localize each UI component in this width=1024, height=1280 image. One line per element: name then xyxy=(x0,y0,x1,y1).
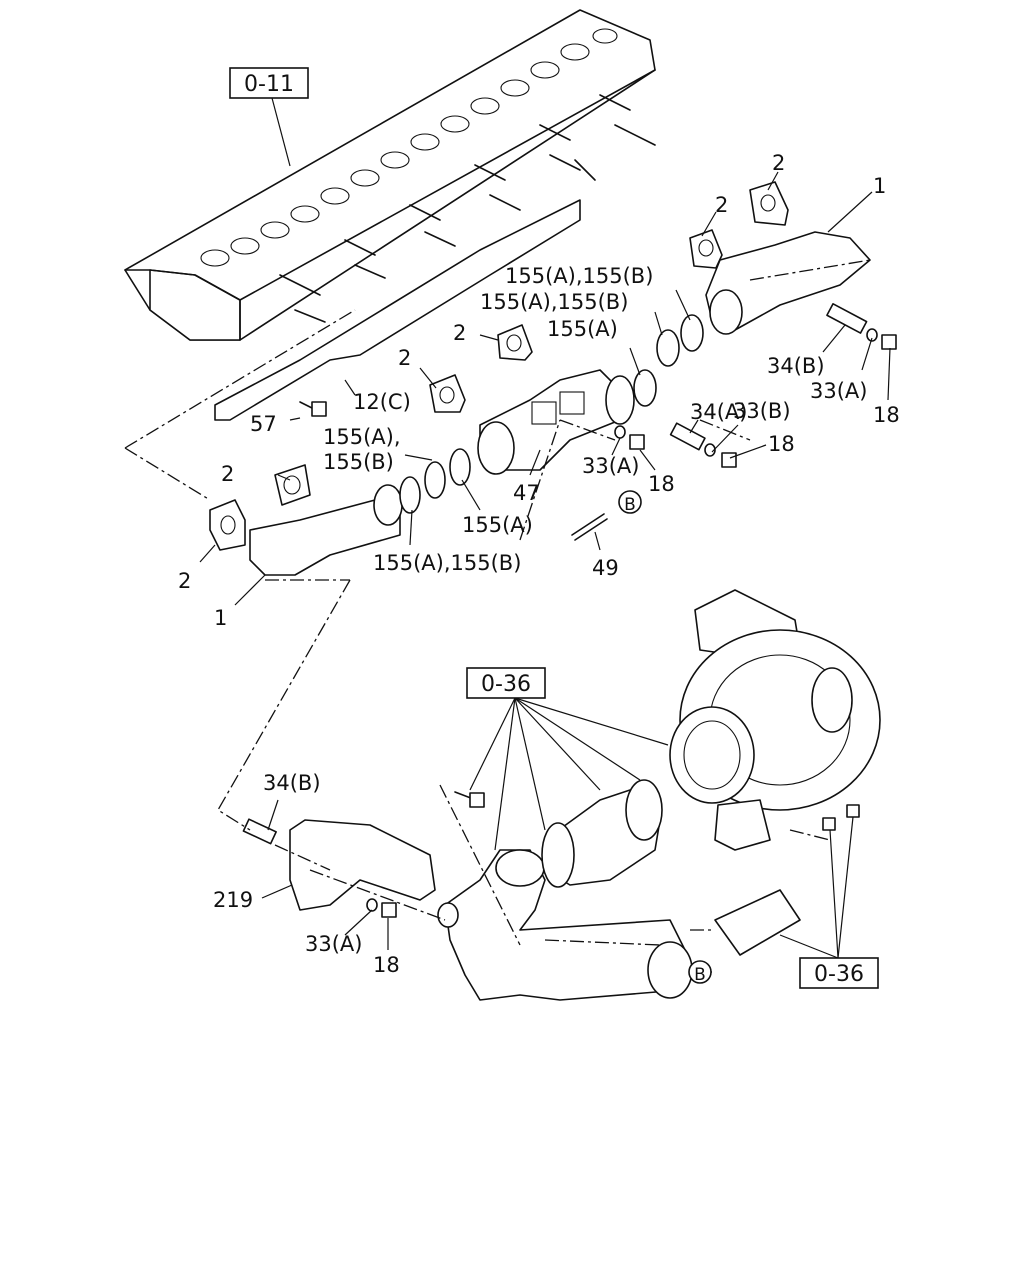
gaskets-center xyxy=(429,324,533,413)
callout-1-left: 1 xyxy=(214,606,227,630)
callout-34b-low: 34(B) xyxy=(263,771,321,795)
ref-box-turbo-top[interactable]: 0-36 xyxy=(466,667,546,699)
callout-18-low: 18 xyxy=(373,953,400,977)
turbo-nuts xyxy=(822,804,860,831)
seal-rings-upper xyxy=(633,314,704,407)
stud-49 xyxy=(571,513,608,541)
callout-47: 47 xyxy=(513,481,540,505)
callout-18-mid: 18 xyxy=(768,432,795,456)
callout-155a-1: 155(A) xyxy=(547,317,618,341)
callout-2-b: 2 xyxy=(715,193,728,217)
callout-33a-low: 33(A) xyxy=(305,932,362,956)
exhaust-manifold-right xyxy=(689,181,871,335)
exhaust-elbow xyxy=(437,849,693,1001)
marker-b-upper: B xyxy=(618,490,642,515)
callout-155ab-3: 155(A),155(B) xyxy=(373,551,521,575)
spacers-nuts xyxy=(614,302,897,468)
leader-lines xyxy=(199,97,891,973)
callout-2-d: 2 xyxy=(398,346,411,370)
callout-2-f: 2 xyxy=(178,569,191,593)
turbocharger xyxy=(669,589,881,851)
callout-labels: 1 2 2 155(A),155(B) 155(A),155(B) 155(A)… xyxy=(178,151,900,977)
exhaust-manifold-center xyxy=(477,369,635,475)
callout-2-a: 2 xyxy=(772,151,785,175)
callout-34a: 34(A) xyxy=(690,400,747,424)
callout-155a-2: 155(A) xyxy=(462,513,533,537)
seal-rings-left xyxy=(399,448,471,514)
callout-33a-mid: 33(A) xyxy=(582,454,639,478)
ref-box-cylinder-head[interactable]: 0-11 xyxy=(229,67,309,99)
callout-1-top: 1 xyxy=(873,174,886,198)
elbow-bolt xyxy=(454,791,485,808)
callout-34b-top: 34(B) xyxy=(767,354,825,378)
callout-57: 57 xyxy=(250,412,277,436)
turbo-gasket xyxy=(714,889,801,956)
callout-18-mid2: 18 xyxy=(648,472,675,496)
bellows-clamp xyxy=(541,779,663,888)
callout-33b: 33(B) xyxy=(733,399,791,423)
callout-155a-comma: 155(A), xyxy=(323,425,401,449)
heat-shield xyxy=(214,199,581,421)
svg-text:B: B xyxy=(624,495,636,515)
cylinder-head xyxy=(124,9,656,341)
callout-12c: 12(C) xyxy=(353,390,411,414)
bolt-57 xyxy=(299,401,327,417)
svg-text:0-36: 0-36 xyxy=(481,672,531,697)
marker-b-lower: B xyxy=(688,960,712,985)
callout-2-e: 2 xyxy=(221,462,234,486)
exhaust-manifold-left xyxy=(209,464,403,576)
callout-2-c: 2 xyxy=(453,321,466,345)
alignment-lines xyxy=(124,259,871,946)
callout-49: 49 xyxy=(592,556,619,580)
callout-155b: 155(B) xyxy=(323,450,394,474)
svg-text:0-36: 0-36 xyxy=(814,962,864,987)
callout-155ab-2: 155(A),155(B) xyxy=(480,290,628,314)
callout-155ab-1: 155(A),155(B) xyxy=(505,264,653,288)
svg-text:B: B xyxy=(694,965,706,985)
svg-text:0-11: 0-11 xyxy=(244,72,294,97)
callout-33a-top: 33(A) xyxy=(810,379,867,403)
callout-219: 219 xyxy=(213,888,253,912)
ref-box-turbo-bottom[interactable]: 0-36 xyxy=(799,957,879,989)
bracket-219 xyxy=(242,818,436,918)
callout-18-top: 18 xyxy=(873,403,900,427)
